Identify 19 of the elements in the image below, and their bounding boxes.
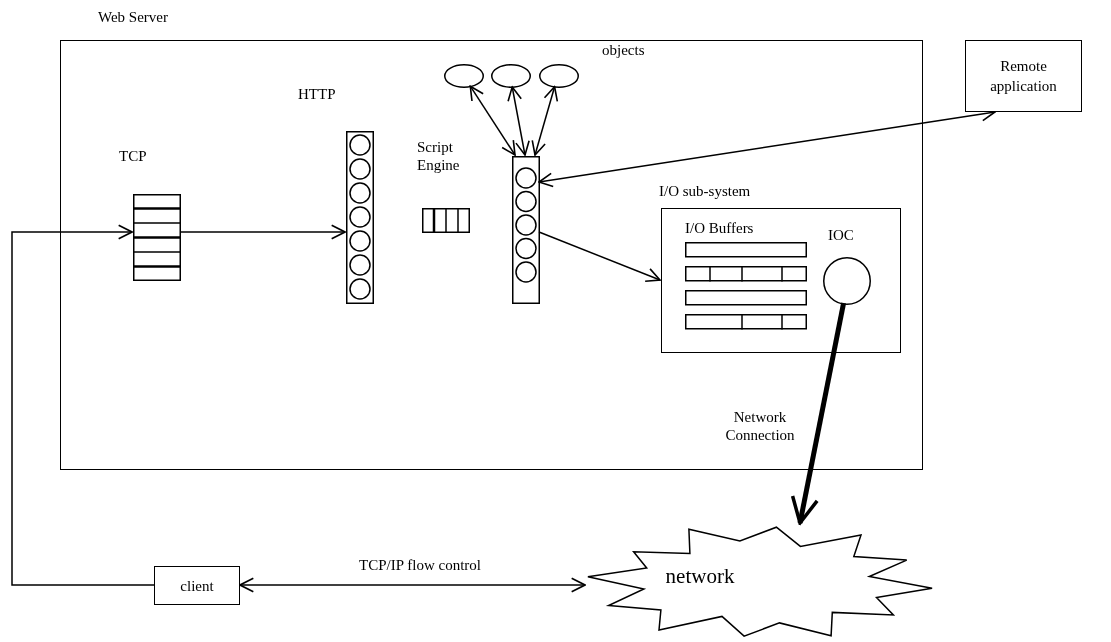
arrow [179, 224, 346, 240]
thick-arrow [790, 302, 847, 525]
component-label: Script Engine [417, 138, 461, 174]
network-label: network [665, 564, 735, 588]
frame-title: Web Server [98, 8, 169, 26]
arrow [531, 86, 559, 156]
arrow [11, 224, 155, 586]
arrow [538, 231, 661, 283]
arrow [469, 85, 516, 156]
component-label: TCP [119, 147, 148, 165]
arrow [239, 577, 586, 593]
component-label: IOC [828, 226, 855, 244]
component-label: I/O Buffers [685, 219, 755, 237]
component-label: HTTP [298, 85, 337, 103]
application-box: Remote application [965, 40, 1082, 112]
arrow [507, 86, 530, 156]
client-box: client [154, 566, 240, 605]
annotation-label: objects [602, 41, 645, 59]
frame-title: I/O sub-system [659, 182, 752, 200]
